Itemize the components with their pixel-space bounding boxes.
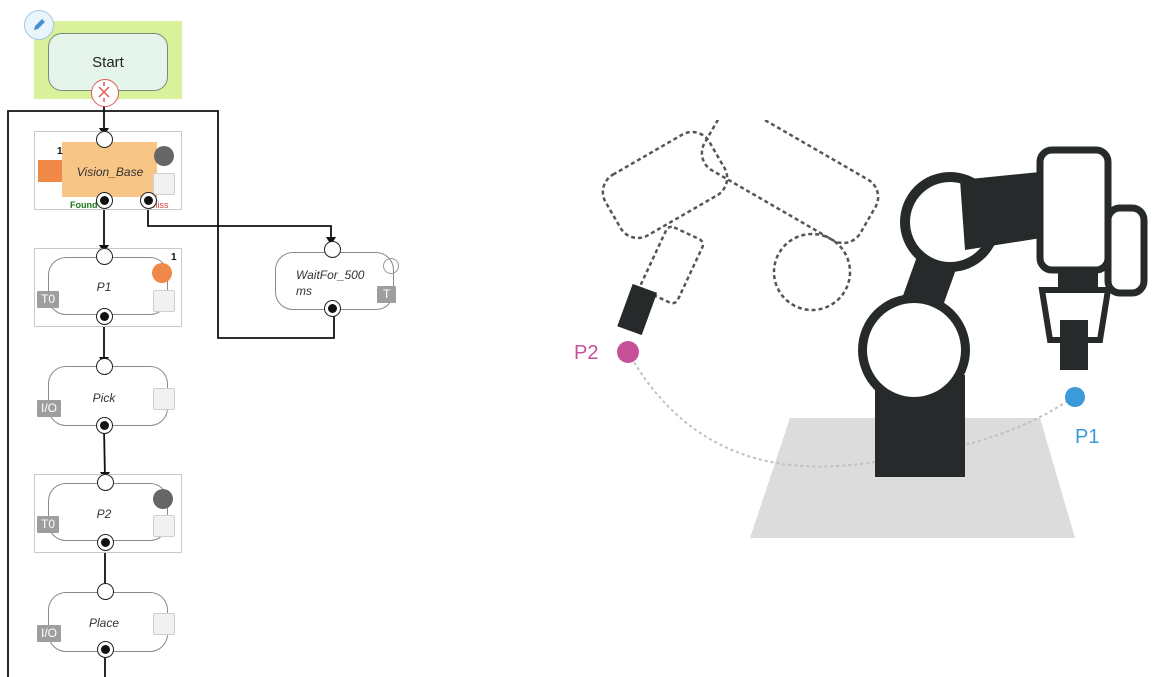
robot-arm (858, 146, 1148, 477)
vision-badge: 1 (57, 146, 63, 157)
pick-input-port[interactable] (96, 358, 113, 375)
start-output-port[interactable] (91, 79, 119, 107)
vision-settings-icon[interactable] (154, 146, 174, 166)
pick-label: Pick (92, 391, 116, 405)
wait-input-port[interactable] (324, 241, 341, 258)
found-port-label: Found (70, 200, 98, 210)
place-tag: I/O (37, 625, 62, 642)
place-output-port[interactable] (97, 641, 114, 658)
point-p1-marker (1065, 387, 1085, 407)
clock-icon (383, 258, 399, 274)
pick-tag: I/O (37, 400, 62, 417)
motion-path (627, 351, 1074, 468)
p2-label: P2 (96, 507, 112, 521)
p1-label: P1 (96, 280, 112, 294)
flow-editor-canvas[interactable]: Start 1 Vision_Base Found Miss P1 T0 1 P… (0, 0, 440, 677)
vision-ref-icon[interactable] (152, 263, 172, 283)
p2-tag: T0 (37, 516, 60, 533)
vision-tool-icon (38, 160, 62, 182)
work-surface (750, 418, 1075, 538)
ghost-arm (601, 105, 880, 312)
flow-connections (7, 106, 336, 677)
p2-input-port[interactable] (97, 474, 114, 491)
vision-input-port[interactable] (96, 131, 113, 148)
io-icon[interactable] (153, 388, 175, 410)
path-icon[interactable] (153, 290, 175, 312)
p1-tag: T0 (37, 291, 60, 308)
start-label: Start (92, 53, 124, 71)
vision-miss-port[interactable] (140, 192, 157, 209)
point-p2-marker (617, 341, 639, 363)
vision-found-port[interactable] (96, 192, 113, 209)
p2-node[interactable] (48, 483, 168, 541)
p1-badge: 1 (171, 252, 177, 263)
p2-output-port[interactable] (97, 534, 114, 551)
place-label: Place (88, 616, 120, 630)
p1-input-port[interactable] (96, 248, 113, 265)
miss-port-label: Miss (150, 200, 169, 210)
wait-output-port[interactable] (324, 300, 341, 317)
ghost-gripper-tip (617, 283, 658, 336)
vision-base-node[interactable] (62, 142, 157, 197)
point-settings-icon[interactable] (153, 489, 173, 509)
io-icon[interactable] (153, 613, 175, 635)
pencil-icon[interactable] (24, 10, 54, 40)
place-input-port[interactable] (97, 583, 114, 600)
path-icon[interactable] (153, 515, 175, 537)
point-p1-label: P1 (1075, 426, 1100, 448)
wait-tag: T (377, 286, 397, 303)
p1-output-port[interactable] (96, 308, 113, 325)
wait-label-line1: WaitFor_500 (296, 268, 365, 282)
wait-label-line2: ms (296, 284, 312, 298)
point-p2-label: P2 (574, 342, 599, 364)
pick-output-port[interactable] (96, 417, 113, 434)
path-icon[interactable] (153, 173, 175, 195)
robot-illustration: P2 P1 (560, 105, 1157, 560)
vision-base-label: Vision_Base (76, 165, 144, 179)
